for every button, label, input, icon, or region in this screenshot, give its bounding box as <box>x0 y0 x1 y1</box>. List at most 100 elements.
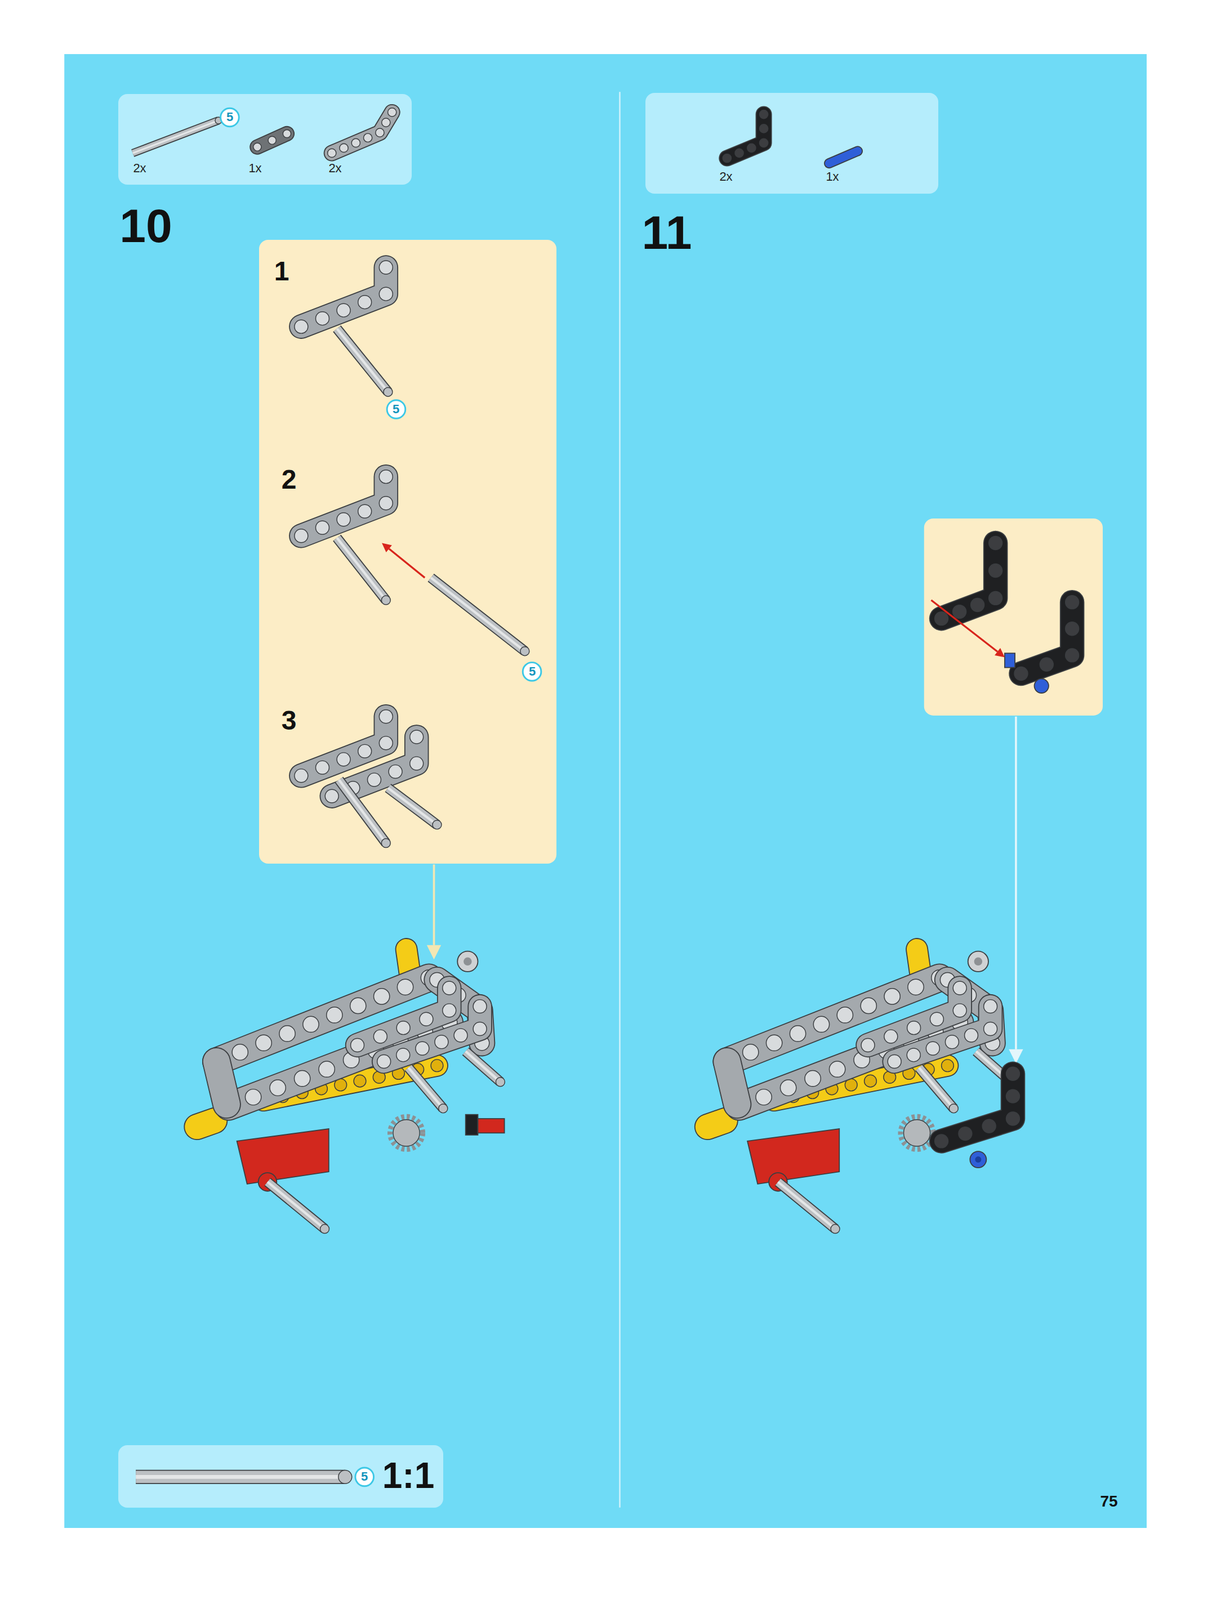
beam-outline <box>216 1061 227 1105</box>
axle <box>465 1051 506 1087</box>
beam-hole <box>864 1075 877 1088</box>
beam-hole <box>988 536 1003 551</box>
beam-hole <box>934 612 949 626</box>
sub-assembly-box <box>924 518 1103 716</box>
beam-hole <box>282 129 291 138</box>
beam-body <box>301 267 386 327</box>
red-base <box>237 1129 329 1185</box>
beam-body <box>727 114 764 159</box>
beam-hole <box>315 312 329 326</box>
beam-hole <box>929 1012 944 1027</box>
axle-end <box>830 1224 840 1234</box>
beam-hole <box>884 1030 898 1044</box>
arrow-shaft <box>433 865 436 946</box>
beam-body <box>257 133 288 147</box>
beam-hole <box>410 756 424 771</box>
frame-beam <box>216 1061 227 1105</box>
beam-hole <box>1006 1067 1020 1081</box>
beam-hole <box>294 529 309 543</box>
axle-outline <box>267 1182 325 1229</box>
beam-body <box>301 716 386 777</box>
axle-highlight <box>336 328 389 392</box>
beam-hole <box>759 109 768 119</box>
parts-list: 52x1x2x <box>118 94 412 185</box>
axle <box>388 788 442 830</box>
step-divider <box>618 91 621 1509</box>
axle-end <box>432 820 442 830</box>
beam-hole <box>279 1026 296 1042</box>
axle-outline <box>336 328 389 392</box>
l-beam <box>350 981 457 1053</box>
beam-hole <box>268 136 276 145</box>
beam-hole <box>358 295 372 310</box>
beam-body <box>216 1061 227 1105</box>
beam-hole <box>294 769 309 783</box>
black-l-beam <box>722 109 768 163</box>
beam-hole <box>294 319 309 334</box>
beam-hole <box>906 1048 921 1063</box>
axle-highlight <box>777 1182 836 1229</box>
beam-hole <box>747 143 756 153</box>
beam-hole <box>945 1035 959 1050</box>
arrow-head <box>994 648 1005 658</box>
axle-end <box>381 595 391 605</box>
frame-beam <box>727 1061 738 1105</box>
beam-hole <box>907 979 924 996</box>
beam-outline <box>301 716 386 777</box>
beam-hole <box>363 133 373 142</box>
beam-hole <box>375 128 385 137</box>
beam-hole <box>379 496 393 511</box>
beam-outline <box>941 543 996 619</box>
beam-hole <box>358 744 372 759</box>
part-quantity: 1x <box>248 162 262 175</box>
axle-body <box>777 1182 836 1229</box>
leader-line <box>426 865 441 961</box>
arrow-head <box>426 945 441 960</box>
beam-hole <box>970 598 985 613</box>
beam-hole <box>442 981 457 996</box>
part-quantity: 2x <box>132 162 146 175</box>
step-number: 11 <box>642 208 693 257</box>
axle <box>339 780 391 848</box>
beam-hole <box>388 765 403 779</box>
red-base <box>747 1129 840 1185</box>
beam-hole <box>318 1061 335 1078</box>
beam-hole <box>861 1039 875 1053</box>
beam-body <box>331 112 392 154</box>
axle-outline <box>465 1051 501 1082</box>
pin <box>968 951 989 973</box>
beam-hole <box>419 1012 434 1027</box>
beam-hole <box>327 148 337 158</box>
pin <box>974 957 983 967</box>
part-drawing <box>294 260 542 848</box>
beam-hole <box>1039 657 1054 672</box>
axle-body <box>919 1067 955 1109</box>
beam-hole <box>722 153 732 163</box>
axle-body <box>132 120 219 154</box>
assembly-arrow <box>381 543 425 579</box>
beam-hole <box>907 1021 921 1036</box>
axle-outline <box>135 1470 346 1485</box>
beam-hole <box>336 513 351 527</box>
yellow-beam <box>197 1121 215 1128</box>
part-drawing <box>135 1468 374 1487</box>
beam-hole <box>958 1127 973 1142</box>
node-illustration <box>259 239 557 864</box>
beam-hole <box>377 1055 391 1069</box>
beam-outline <box>197 1121 215 1128</box>
axle-body <box>135 1471 346 1484</box>
beam-hole <box>351 138 360 147</box>
beam-hole <box>339 143 349 153</box>
arrow-shaft <box>1014 716 1018 1050</box>
axle-outline <box>408 1067 444 1109</box>
beam-hole <box>789 1026 806 1042</box>
beam-hole <box>253 143 262 151</box>
beam-body <box>707 1121 725 1128</box>
axle-body <box>336 328 389 392</box>
axle <box>408 1067 448 1113</box>
beam-hole <box>952 1004 967 1018</box>
beam-hole <box>379 470 393 484</box>
l-beam <box>327 108 397 158</box>
